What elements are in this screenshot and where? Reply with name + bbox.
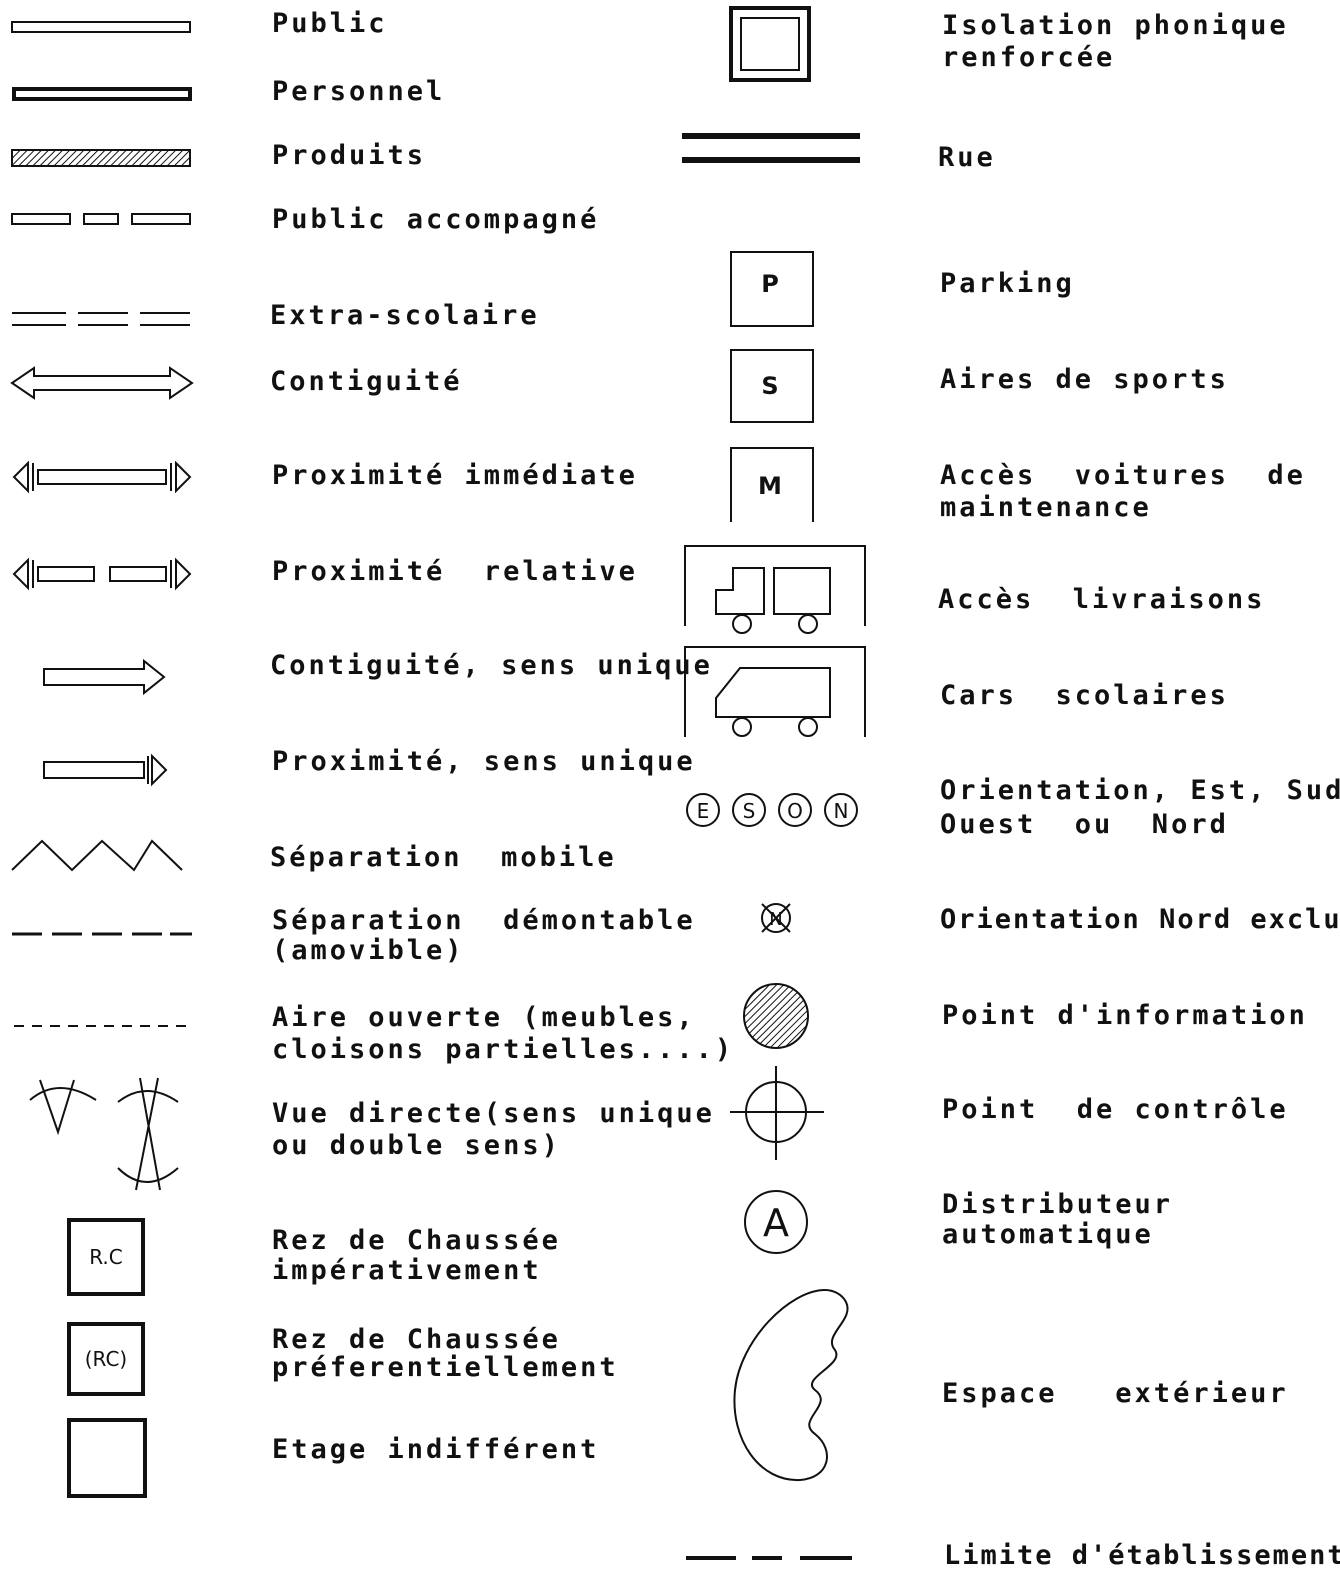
acces-maintenance-box-symbol [730, 447, 814, 522]
orientation-letter-n: N [834, 799, 849, 823]
rue-symbol [682, 133, 860, 163]
orientation-letter-s: S [743, 799, 756, 823]
orientation-compass-symbols [686, 793, 858, 827]
label-orientation-nord-exclue: Orientation Nord exclue [940, 904, 1340, 935]
label-etage-indifferent: Etage indifférent [272, 1434, 600, 1465]
rez-preferentiel-box-symbol [67, 1322, 145, 1396]
orientation-nord-exclue-symbol [761, 903, 791, 933]
label-aires-sports: Aires de sports [940, 364, 1229, 395]
label-aire-ouverte: Aire ouverte (meubles, cloisons partiell… [272, 1002, 735, 1065]
cars-scolaires-bus-symbol [684, 646, 866, 737]
point-information-symbol [743, 983, 809, 1049]
parking-box-symbol [730, 251, 814, 327]
label-orientation: Orientation, Est, Sud, Ouest ou Nord [940, 775, 1340, 840]
label-parking: Parking [940, 268, 1075, 299]
rez-imperatif-symbol-text: R.C [89, 1245, 123, 1269]
label-vue-directe: Vue directe(sens unique ou double sens) [272, 1098, 715, 1161]
label-proximite-relative: Proximité relative [272, 556, 638, 587]
label-point-controle: Point de contrôle [942, 1094, 1289, 1125]
orientation-letter-o: O [787, 799, 803, 823]
label-limite-etablissement: Limite d'établissement [944, 1540, 1340, 1571]
espace-exterieur-blob-symbol [733, 1288, 849, 1482]
label-cars-scolaires: Cars scolaires [940, 680, 1229, 711]
label-rez-preferentiel: Rez de Chaussée préferentiellement [272, 1324, 619, 1383]
proximite-relative-symbol [12, 557, 192, 591]
public-accompagne-symbol [11, 213, 191, 225]
parking-symbol-text: P [761, 270, 779, 298]
label-separation-mobile: Séparation mobile [270, 842, 617, 873]
point-controle-crosshair-symbol [730, 1066, 824, 1160]
label-separation-demontable: Séparation démontable (amovible) [272, 905, 696, 966]
distributeur-circle-symbol [744, 1190, 808, 1254]
produits-hatched-symbol [11, 149, 191, 167]
contiguite-double-arrow-symbol [10, 366, 194, 400]
label-proximite-immediate: Proximité immédiate [272, 460, 638, 491]
label-rue: Rue [938, 142, 996, 173]
personnel-line-symbol [12, 87, 192, 101]
label-acces-maintenance: Accès voitures de maintenance [940, 460, 1306, 523]
label-espace-exterieur: Espace extérieur [942, 1378, 1289, 1409]
maintenance-symbol-text: M [758, 472, 782, 500]
aires-sports-box-symbol [730, 349, 814, 423]
label-contiguite: Contiguité [270, 366, 463, 397]
label-personnel: Personnel [272, 76, 446, 107]
separation-mobile-zigzag-symbol [11, 839, 183, 872]
acces-livraisons-truck-symbol [684, 545, 866, 634]
label-isolation-phonique: Isolation phonique renforcée [942, 10, 1289, 73]
isolation-phonique-symbol [729, 6, 811, 82]
contiguite-sens-unique-arrow-symbol [43, 658, 166, 696]
orientation-letter-e: E [697, 799, 710, 823]
distributeur-letter: A [763, 1201, 789, 1245]
vue-directe-symbol [29, 1077, 179, 1191]
label-distributeur: Distributeur automatique [942, 1189, 1174, 1250]
label-extra-scolaire: Extra-scolaire [270, 300, 540, 331]
label-produits: Produits [272, 140, 427, 171]
proximite-sens-unique-symbol [43, 753, 168, 787]
label-public: Public [272, 8, 388, 39]
etage-indifferent-box-symbol [67, 1418, 147, 1498]
sports-symbol-text: S [761, 372, 778, 400]
extra-scolaire-symbol [12, 312, 190, 326]
rez-preferentiel-symbol-text: (RC) [85, 1347, 127, 1371]
proximite-immediate-symbol [12, 460, 192, 494]
label-public-accompagne: Public accompagné [272, 204, 600, 235]
label-contiguite-sens-unique: Contiguité, sens unique [270, 650, 713, 681]
rez-imperatif-box-symbol [67, 1218, 145, 1296]
label-point-information: Point d'information [942, 1000, 1308, 1031]
label-acces-livraisons: Accès livraisons [938, 584, 1266, 615]
label-rez-imperatif: Rez de Chaussée impérativement [272, 1225, 561, 1286]
public-line-symbol [11, 21, 191, 33]
label-proximite-sens-unique: Proximité, sens unique [272, 746, 696, 777]
nord-exclue-letter: N [769, 909, 782, 930]
